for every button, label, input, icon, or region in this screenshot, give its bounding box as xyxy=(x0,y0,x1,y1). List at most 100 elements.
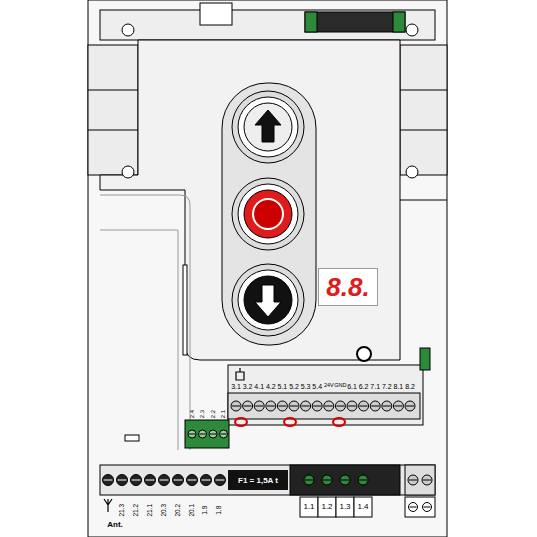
terminal-screw xyxy=(188,430,196,438)
terminal-label: 2.4 xyxy=(189,410,195,418)
screw-slot xyxy=(202,480,211,481)
screw-slot xyxy=(410,507,417,508)
screw-slot xyxy=(174,480,183,481)
terminal-label: 2.2 xyxy=(210,410,216,418)
terminal-screw xyxy=(335,401,345,411)
terminal-label: 1.9 xyxy=(203,505,210,514)
terminal-screw xyxy=(405,401,415,411)
terminal-screw xyxy=(340,475,350,485)
screw-slot xyxy=(188,480,197,481)
terminal-screw xyxy=(231,401,241,411)
terminal-screw xyxy=(382,401,392,411)
terminal-label: 7.2 xyxy=(382,383,392,390)
terminal-screw xyxy=(408,475,418,485)
terminal-label: GND xyxy=(334,383,346,389)
terminal-label: 21.2 xyxy=(133,504,140,517)
terminal-screw xyxy=(277,401,287,411)
terminal-screw xyxy=(117,475,128,486)
screw-slot xyxy=(371,406,379,407)
terminal-screw xyxy=(173,475,184,486)
terminal-label: 20.3 xyxy=(161,504,168,517)
terminal-screw xyxy=(215,475,226,486)
terminal-screw xyxy=(131,475,142,486)
screw-slot xyxy=(360,406,368,407)
screw-slot xyxy=(313,406,321,407)
screw-slot xyxy=(290,406,298,407)
screw-slot xyxy=(200,434,206,435)
terminal-screw xyxy=(393,401,403,411)
screw-slot xyxy=(267,406,275,407)
screw-slot xyxy=(232,406,240,407)
screw-slot xyxy=(323,480,331,481)
terminal-screw xyxy=(199,430,207,438)
terminal-screw xyxy=(422,475,432,485)
terminal-label: Ant. xyxy=(107,521,123,529)
terminal-label: 8.2 xyxy=(405,383,415,390)
terminal-label: 3.1 xyxy=(231,383,241,390)
terminal-screw xyxy=(347,401,357,411)
terminal-screw xyxy=(266,401,276,411)
screw-slot xyxy=(383,406,391,407)
terminal-label: 2.1 xyxy=(221,410,227,418)
terminal-screw xyxy=(187,475,198,486)
terminal-label: 1.3 xyxy=(339,503,350,511)
screw-slot xyxy=(189,434,195,435)
terminal-screw xyxy=(358,475,368,485)
terminal-label: 1.1 xyxy=(303,503,314,511)
screw-slot xyxy=(424,507,431,508)
screw-slot xyxy=(341,480,349,481)
terminal-label: 21.1 xyxy=(147,504,154,517)
terminal-screw xyxy=(103,475,114,486)
terminal-label: 8.1 xyxy=(394,383,404,390)
terminal-screw xyxy=(324,401,334,411)
terminal-label: 2.3 xyxy=(200,410,206,418)
screw-slot xyxy=(336,406,344,407)
screw-slot xyxy=(244,406,252,407)
terminal-screw xyxy=(301,401,311,411)
terminal-label: 1.2 xyxy=(321,503,332,511)
terminal-screw xyxy=(312,401,322,411)
screw-slot xyxy=(325,406,333,407)
terminal-label: 4.2 xyxy=(266,383,276,390)
terminal-screw xyxy=(409,503,418,512)
terminal-screw xyxy=(359,401,369,411)
screw-slot xyxy=(359,480,367,481)
terminal-label: 7.1 xyxy=(370,383,380,390)
screw-slot xyxy=(160,480,169,481)
terminal-screw xyxy=(322,475,332,485)
led-display-text: 8.8. xyxy=(326,272,369,303)
terminal-label: 1.4 xyxy=(357,503,368,511)
terminal-screw xyxy=(201,475,212,486)
screw-slot xyxy=(278,406,286,407)
terminal-label: 5.2 xyxy=(289,383,299,390)
terminal-screw xyxy=(370,401,380,411)
terminal-screw xyxy=(254,401,264,411)
terminal-label: 5.1 xyxy=(278,383,288,390)
terminal-label: 24V xyxy=(324,383,334,389)
screw-slot xyxy=(406,406,414,407)
screw-slot xyxy=(216,480,225,481)
terminal-screw xyxy=(220,430,228,438)
screw-slot xyxy=(394,406,402,407)
led-display: 8.8. xyxy=(318,268,378,306)
screw-slot xyxy=(221,434,227,435)
screw-slot xyxy=(132,480,141,481)
terminal-label: 20.2 xyxy=(175,504,182,517)
terminal-label: 6.2 xyxy=(359,383,369,390)
terminal-label: 5.4 xyxy=(312,383,322,390)
terminal-screw xyxy=(423,503,432,512)
fuse-label-text: F1 = 1,5A t xyxy=(238,476,278,485)
screw-slot xyxy=(255,406,263,407)
screw-slot xyxy=(409,480,417,481)
terminal-label: 21.3 xyxy=(119,504,126,517)
terminal-label: 6.1 xyxy=(347,383,357,390)
screw-slot xyxy=(118,480,127,481)
terminal-label: 4.1 xyxy=(254,383,264,390)
screw-slot xyxy=(305,480,313,481)
screw-slot xyxy=(146,480,155,481)
fuse-label: F1 = 1,5A t xyxy=(228,470,288,490)
housing xyxy=(88,0,447,537)
screw-slot xyxy=(104,480,113,481)
terminal-screw xyxy=(145,475,156,486)
